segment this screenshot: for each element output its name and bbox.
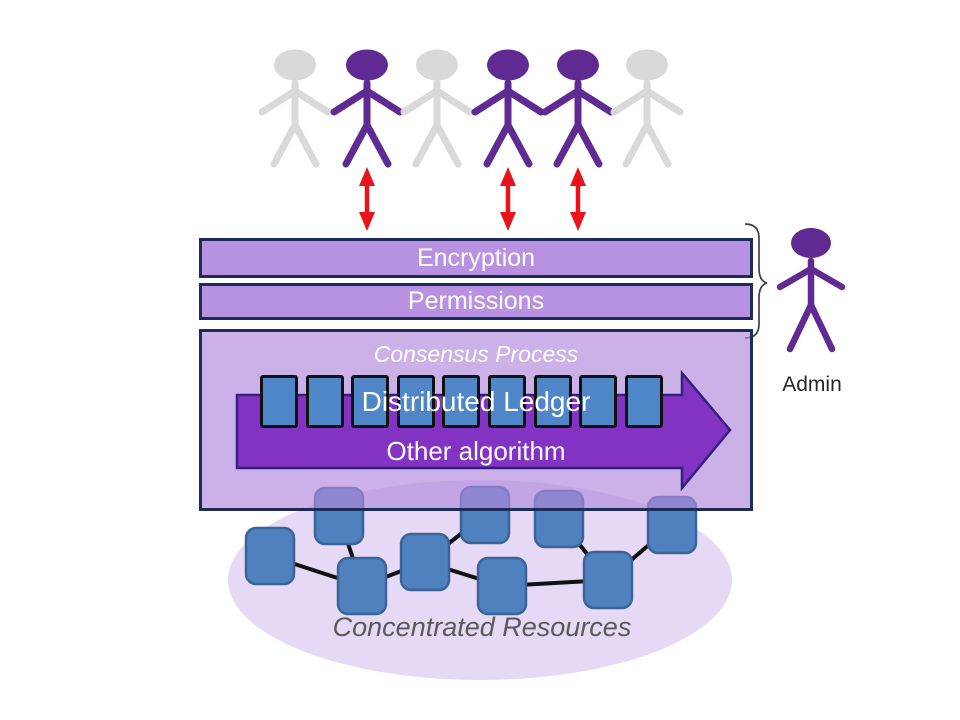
admin-brace-icon [744, 223, 768, 339]
admin-figure-icon [776, 228, 846, 353]
resource-node [336, 556, 388, 616]
consensus-process-box: Consensus Process Distributed Ledger Oth… [199, 329, 753, 511]
ledger-block [260, 375, 298, 428]
ledger-block [579, 375, 617, 428]
double-arrow-icon [570, 167, 586, 231]
distributed-ledger-label: Distributed Ledger [361, 386, 591, 417]
encryption-label: Encryption [416, 243, 536, 272]
user-figure-active [471, 49, 545, 168]
consensus-title: Consensus Process [373, 341, 579, 367]
permissions-layer: Permissions [199, 283, 753, 320]
double-arrow-icon [359, 167, 375, 231]
ledger-block [351, 375, 389, 428]
ledger-block [397, 375, 435, 428]
permissions-label: Permissions [407, 287, 545, 315]
other-algorithm-label: Other algorithm [386, 436, 566, 466]
user-figure-active [541, 49, 615, 168]
resource-node [244, 526, 296, 586]
ledger-block [534, 375, 572, 428]
user-figure-inactive [400, 49, 474, 168]
user-figures-row [258, 49, 684, 168]
ledger-block [488, 375, 526, 428]
encryption-layer: Encryption [199, 238, 753, 278]
user-connection-arrows [359, 167, 586, 231]
concentrated-resources-label: Concentrated Resources [332, 612, 632, 642]
resource-node [582, 550, 634, 610]
ledger-block [625, 375, 663, 428]
ledger-block [306, 375, 344, 428]
resource-node [399, 532, 451, 592]
user-figure-inactive [610, 49, 684, 168]
user-figure-inactive [258, 49, 332, 168]
user-figure-active [330, 49, 404, 168]
ledger-block [442, 375, 480, 428]
double-arrow-icon [500, 167, 516, 231]
admin-label: Admin [782, 373, 842, 396]
resource-node [476, 556, 528, 616]
